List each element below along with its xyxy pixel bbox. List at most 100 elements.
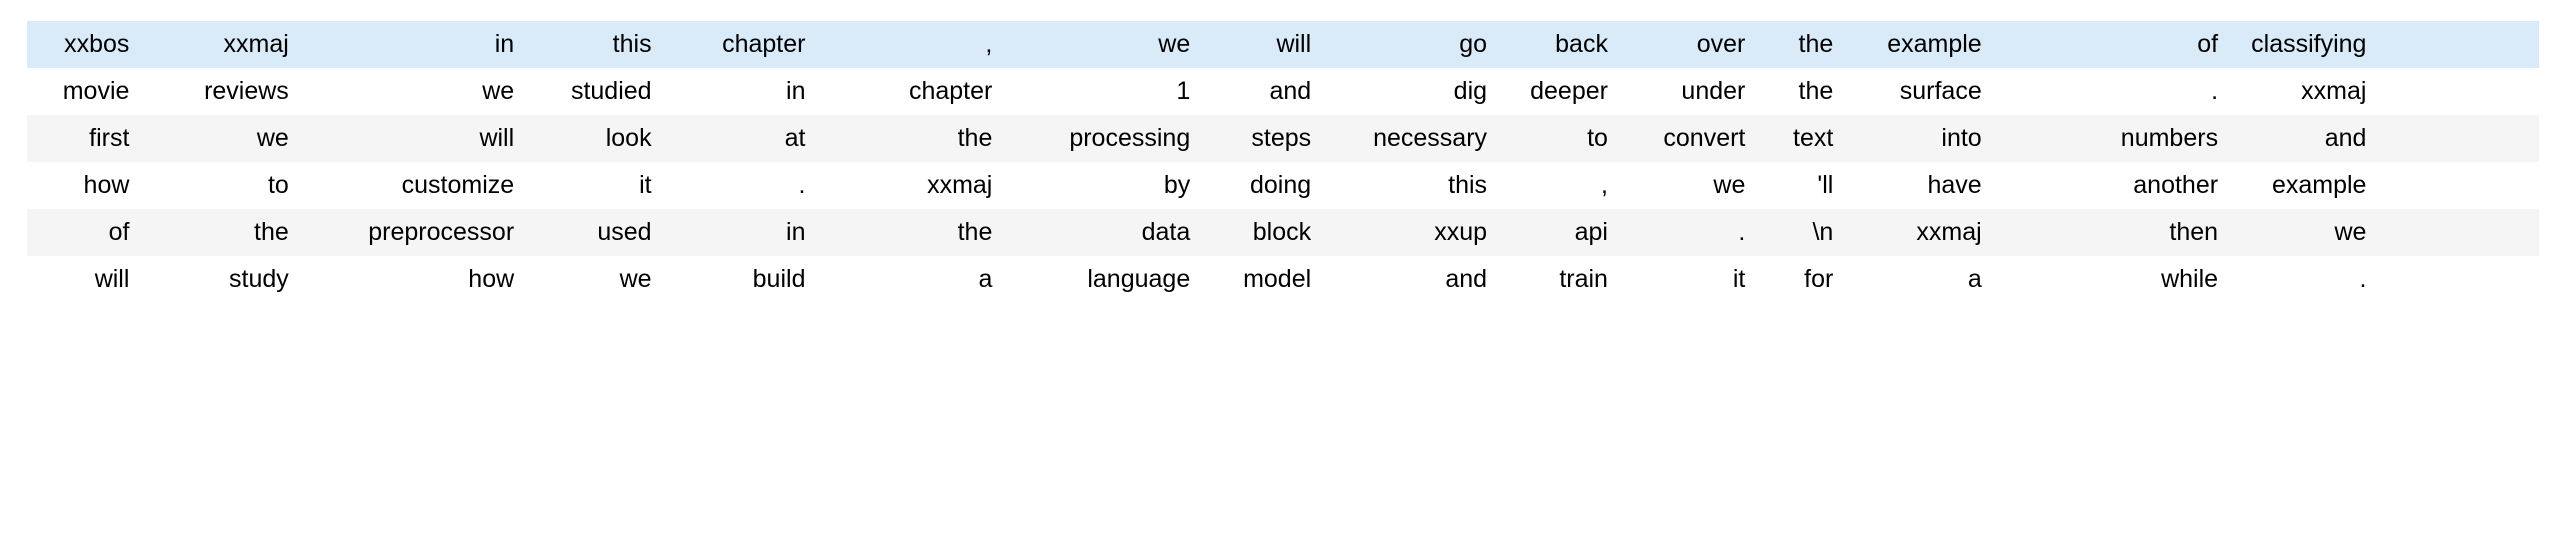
token-cell: used [597,218,652,246]
token-cell: in [786,218,806,246]
token-cell: the [957,218,993,246]
token-cell: and [1445,265,1488,293]
token-cell: we [482,77,515,105]
token-cell: we [1158,30,1191,58]
token-cell: customize [401,171,515,199]
token-cell: how [468,265,515,293]
token-cell: we [1713,171,1746,199]
token-cell: and [1269,77,1312,105]
token-cell: the [254,218,289,246]
token-cell: steps [1251,124,1312,152]
token-cell: . [798,171,806,199]
token-cell: surface [1899,77,1982,105]
token-cell: classifying [2251,30,2367,58]
token-cell: we [2334,218,2367,246]
token-cell: text [1793,124,1834,152]
token-cell: to [1587,124,1608,152]
token-cell: go [1459,30,1488,58]
token-cell: and [2324,124,2367,152]
token-cell: \n [1812,218,1834,246]
token-cell: will [479,124,515,152]
token-cell: . [2359,265,2367,293]
token-cell: first [89,124,130,152]
token-cell: the [1798,30,1834,58]
token-cell: a [1967,265,1982,293]
token-cell: it [1732,265,1746,293]
token-cell: language [1087,265,1191,293]
table-row[interactable]: xxbos xxmaj in this chapter, we will go back over… [27,21,2539,68]
token-cell [2379,256,2539,303]
token-cell: it [639,171,652,199]
token-cell: train [1559,265,1608,293]
token-cell: preprocessor [368,218,515,246]
token-cell: this [612,30,652,58]
token-cell [2379,115,2539,162]
token-cell: study [229,265,289,293]
token-cell: for [1804,265,1834,293]
token-cell: data [1141,218,1191,246]
token-cell: will [1276,30,1312,58]
token-cell: in [494,30,515,58]
token-cell: block [1252,218,1312,246]
token-cell: another [2133,171,2219,199]
token-cell: reviews [204,77,289,105]
token-cell: 1 [1176,77,1191,105]
token-cell: under [1681,77,1746,105]
token-cell: into [1941,124,1982,152]
token-cell: at [784,124,806,152]
token-cell: . [1738,218,1746,246]
token-cell: numbers [2120,124,2219,152]
token-cell: chapter [908,77,993,105]
token-cell: dig [1453,77,1488,105]
token-cell: of [108,218,130,246]
token-cell: have [1927,171,1982,199]
token-cell: convert [1663,124,1746,152]
token-cell: the [1798,77,1834,105]
token-table-body: xxbos xxmaj in this chapter, we will go back over… [27,21,2539,303]
token-cell [2379,209,2539,256]
token-cell: a [978,265,993,293]
token-cell: in [786,77,806,105]
token-cell: api [1574,218,1608,246]
token-cell: build [752,265,806,293]
token-cell: xxbos [64,30,130,58]
token-cell: example [1887,30,1982,58]
token-table: xxbos xxmaj in this chapter, we will go back over… [27,21,2539,303]
token-cell: movie [62,77,130,105]
table-row[interactable]: movie reviews we studied in chapter 1 and dig dee… [27,68,2539,115]
token-cell: we [256,124,289,152]
token-cell: 'll [1817,171,1834,199]
token-cell [2379,68,2539,115]
token-cell: this [1448,171,1488,199]
token-cell: . [2211,77,2219,105]
table-row[interactable]: of the preprocessor used in the data block xxup a… [27,209,2539,256]
token-cell: to [267,171,289,199]
token-cell: chapter [722,30,806,58]
token-cell: of [2197,30,2219,58]
token-cell: xxmaj [223,30,289,58]
token-cell: how [83,171,130,199]
token-cell: studied [570,77,652,105]
token-cell: back [1555,30,1608,58]
table-row[interactable]: first we will look at the processing steps neces… [27,115,2539,162]
token-cell: doing [1249,171,1312,199]
token-cell: the [957,124,993,152]
token-cell: look [605,124,652,152]
token-cell: necessary [1373,124,1488,152]
token-cell: model [1243,265,1312,293]
token-cell: processing [1069,124,1191,152]
token-table-container: xxbos xxmaj in this chapter, we will go back over… [27,21,2539,303]
token-cell: , [985,30,993,58]
token-cell: deeper [1530,77,1608,105]
token-cell: while [2161,265,2219,293]
token-cell: xxup [1434,218,1488,246]
token-cell: we [619,265,652,293]
token-cell: , [1601,171,1608,199]
token-cell: example [2271,171,2367,199]
token-cell: xxmaj [1916,218,1982,246]
token-cell: over [1696,30,1746,58]
token-cell [2379,21,2539,68]
token-cell [2379,162,2539,209]
